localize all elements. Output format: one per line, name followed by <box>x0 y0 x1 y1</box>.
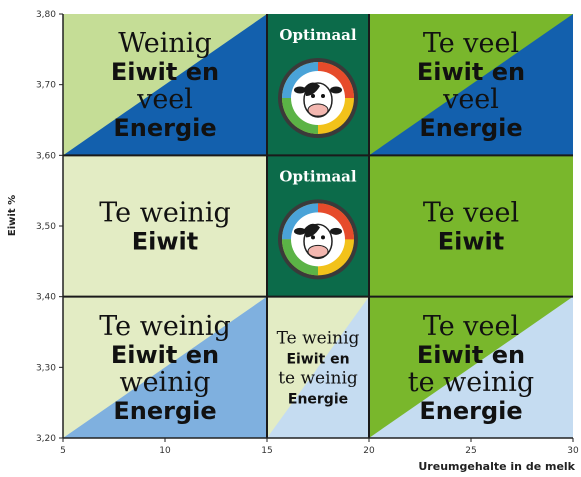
y-tick-label: 3,40 <box>36 293 56 303</box>
x-tick-label: 20 <box>363 446 375 456</box>
y-tick-label: 3,60 <box>36 151 56 161</box>
zone-text-line: Eiwit en <box>286 351 349 367</box>
y-axis-label: Eiwit % <box>7 194 19 237</box>
optimaal-label: Optimaal <box>279 167 356 185</box>
zone-mid-right <box>369 155 573 297</box>
zone-top-right-triangle <box>369 14 573 156</box>
zone-text-line: Energie <box>419 397 522 425</box>
optimaal-label: Optimaal <box>279 26 356 44</box>
cow-patch <box>304 82 320 96</box>
zone-text-line: Te weinig <box>277 328 360 348</box>
zone-text-line: veel <box>136 84 193 115</box>
y-tick-label: 3,70 <box>36 81 56 91</box>
zone-text-line: te weinig <box>278 368 358 388</box>
zone-text-line: te weinig <box>408 367 534 398</box>
zone-text-line: Energie <box>113 397 216 425</box>
cow-eye-right <box>321 235 325 240</box>
zone-text-line: Te veel <box>423 197 519 228</box>
y-tick-label: 3,80 <box>36 10 56 20</box>
zone-text-line: veel <box>442 84 499 115</box>
x-tick-label: 25 <box>465 446 476 456</box>
cow-eye-left <box>311 94 315 98</box>
zone-text-line: Te weinig <box>99 197 231 228</box>
zone-text-line: Weinig <box>118 28 211 59</box>
zone-text-line: Energie <box>288 391 348 407</box>
cow-eye-left <box>311 235 315 240</box>
zone-text-line: Energie <box>419 114 522 142</box>
x-tick-label: 15 <box>261 446 272 456</box>
y-tick-label: 3,50 <box>36 222 56 232</box>
zone-bot-middle-triangle <box>267 296 369 438</box>
zone-text-line: Te veel <box>423 28 519 59</box>
x-axis-label: Ureumgehalte in de melk <box>418 460 575 473</box>
zone-text-line: Te weinig <box>99 311 231 342</box>
y-tick-label: 3,20 <box>36 434 56 444</box>
zone-text-line: Eiwit en <box>417 58 525 86</box>
cow-ear-right <box>330 86 342 94</box>
cow-ear-right <box>330 227 342 235</box>
zone-text-line: weinig <box>119 367 210 398</box>
zone-text-line: Eiwit <box>132 227 199 255</box>
cow-nose <box>307 103 329 117</box>
x-tick-label: 30 <box>567 446 579 456</box>
zone-top-left-triangle <box>63 14 267 156</box>
cow-patch <box>304 223 320 238</box>
x-tick-label: 5 <box>60 446 66 456</box>
zone-text-line: Eiwit en <box>111 58 219 86</box>
x-tick-label: 10 <box>159 446 171 456</box>
zone-text-line: Te veel <box>423 311 519 342</box>
cow-ear-left <box>294 227 306 235</box>
zone-text-line: Eiwit <box>438 227 505 255</box>
cow-nose <box>307 244 329 258</box>
cow-eye-right <box>321 94 325 98</box>
zone-text-line: Eiwit en <box>417 341 525 369</box>
zone-text-line: Eiwit en <box>111 341 219 369</box>
cow-ear-left <box>294 86 306 94</box>
y-tick-label: 3,30 <box>36 363 56 373</box>
zone-bot-right-triangle <box>369 296 573 438</box>
zone-text-line: Energie <box>113 114 216 142</box>
zone-bot-left-triangle <box>63 296 267 438</box>
zone-mid-left <box>63 155 267 297</box>
